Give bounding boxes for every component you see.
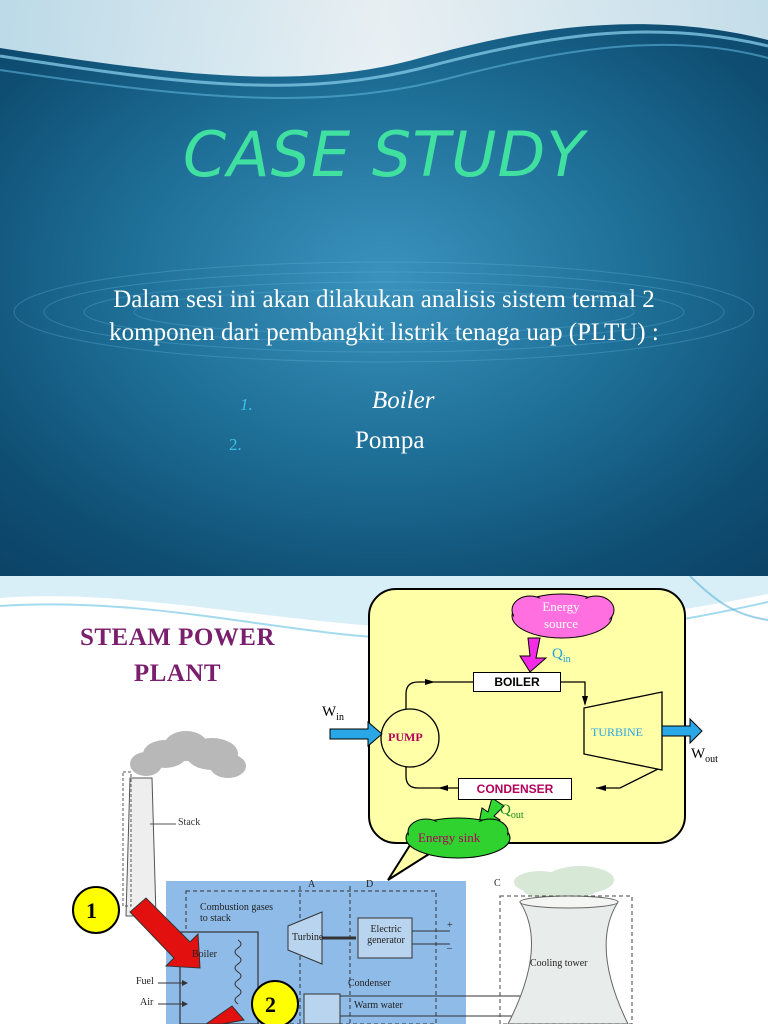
slide-title: STEAM POWER PLANT — [79, 624, 276, 687]
slide-title: CASE STUDY — [182, 118, 586, 191]
fuel-label: Fuel — [136, 976, 154, 987]
plus-sign: + — [447, 920, 453, 931]
plant-illustration — [72, 731, 633, 1024]
stack-label: Stack — [178, 817, 201, 828]
badge-2-label: 2 — [265, 992, 276, 1017]
decorative-waves — [0, 0, 768, 363]
slide-case-study: CASE STUDY Dalam sesi ini akan dilakukan… — [0, 0, 768, 576]
w-out-label: Wout — [691, 746, 718, 765]
label-a: A — [308, 879, 316, 890]
q-out-label: Qout — [500, 802, 524, 821]
badge-1-circle — [72, 886, 120, 934]
energy-source-cloud — [511, 593, 615, 639]
energy-sink-label: Energy sink — [418, 830, 481, 845]
condenser-box: CONDENSER — [458, 778, 572, 800]
slide-steam-power-plant: STEAM POWER PLANT — [0, 576, 768, 1024]
air-label: Air — [140, 997, 154, 1008]
combustion-gases-label: Combustion gases to stack — [200, 902, 274, 924]
list-number: 1. — [240, 395, 253, 414]
turbine-symbol — [583, 691, 663, 771]
warm-water-label: Warm water — [354, 1000, 403, 1011]
label-c: C — [494, 878, 501, 889]
badge-2-circle — [251, 980, 299, 1024]
minus-sign: – — [447, 943, 452, 954]
cooling-tower-label: Cooling tower — [530, 958, 588, 969]
list-text: Boiler — [372, 387, 435, 414]
energy-source-label: Energy source — [542, 599, 580, 631]
pump-label: PUMP — [388, 730, 423, 744]
boiler-label: Boiler — [192, 949, 217, 960]
list-item: 2. Pompa — [0, 425, 768, 457]
w-in-label: Win — [322, 704, 344, 723]
list-item: 1. Boiler — [0, 385, 768, 417]
list-text: Pompa — [355, 427, 425, 454]
q-in-label: Qin — [552, 646, 571, 665]
label-d: D — [366, 879, 374, 890]
badge-1-label: 1 — [86, 898, 97, 923]
condenser-plant-label: Condenser — [348, 978, 391, 989]
slide-body-text: Dalam sesi ini akan dilakukan analisis s… — [109, 286, 659, 346]
list-number: 2. — [229, 435, 242, 454]
boiler-box: BOILER — [473, 672, 561, 692]
pump-symbol — [380, 708, 440, 768]
turbine-plant-label: Turbine — [292, 932, 324, 943]
turbine-label: TURBINE — [591, 725, 643, 739]
cycle-diagram-graphics — [329, 593, 703, 881]
generator-label: Electric generator — [367, 924, 405, 946]
energy-sink-cloud — [405, 817, 511, 859]
